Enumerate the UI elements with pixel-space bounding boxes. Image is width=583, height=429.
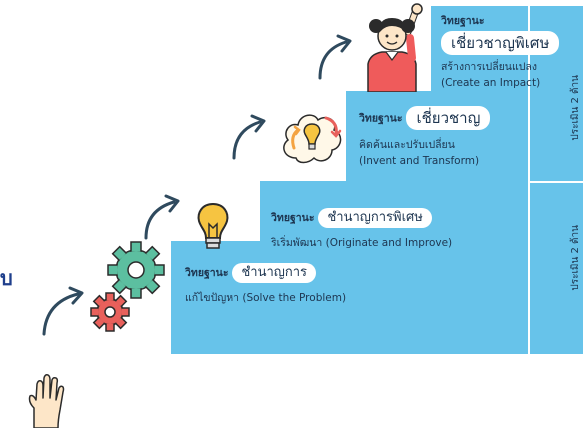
step-1-desc: แก้ไขปัญหา (Solve the Problem) [185, 291, 347, 304]
step-1-content: วิทยฐานะชำนาญการ แก้ไขปัญหา (Solve the P… [185, 262, 346, 306]
step-4-desc-en: (Create an Impact) [441, 77, 541, 89]
step-2-rank: วิทยฐานะ [271, 212, 315, 224]
arrow-icon [144, 194, 180, 240]
step-4-rank: วิทยฐานะ [441, 15, 485, 27]
step-1-rank: วิทยฐานะ [185, 267, 229, 279]
step-2-content: วิทยฐานะชำนาญการพิเศษ ริเริ่มพัฒนา (Orig… [271, 207, 452, 251]
gears-icon [90, 241, 165, 332]
step-3-desc: คิดค้นและปรับเปลี่ยน [359, 139, 455, 151]
step-3-desc-en: (Invent and Transform) [359, 155, 480, 167]
side-text-top: ประเมิน 2 ด้าน [570, 75, 581, 141]
step-3-title: เชี่ยวชาญ [406, 106, 491, 130]
side-text-bottom: ประเมิน 2 ด้าน [570, 225, 581, 291]
edge-letter: บ [0, 266, 13, 290]
arrow-icon [42, 286, 84, 336]
teacher-icon [367, 3, 423, 92]
lightbulb-icon [197, 202, 229, 249]
step-3-rank: วิทยฐานะ [359, 112, 403, 125]
step-2-title: ชำนาญการพิเศษ [318, 207, 432, 228]
step-3-content: วิทยฐานะเชี่ยวชาญ คิดค้นและปรับเปลี่ยน (… [359, 106, 491, 167]
right-column [528, 6, 583, 354]
arrow-icon [318, 34, 352, 80]
step-4-desc: สร้างการเปลี่ยนแปลง [441, 61, 537, 73]
step-4-content: วิทยฐานะ เชี่ยวชาญพิเศษ สร้างการเปลี่ยนแ… [441, 12, 560, 89]
arrow-icon [232, 114, 266, 160]
right-column-divider [528, 181, 583, 183]
hand-icon [28, 374, 65, 428]
idea-cloud-icon [283, 114, 342, 164]
step-1-title: ชำนาญการ [232, 262, 317, 283]
step-1-block [171, 241, 583, 354]
step-4-title: เชี่ยวชาญพิเศษ [441, 31, 560, 55]
step-2-desc: ริเริ่มพัฒนา (Originate and Improve) [271, 236, 453, 249]
